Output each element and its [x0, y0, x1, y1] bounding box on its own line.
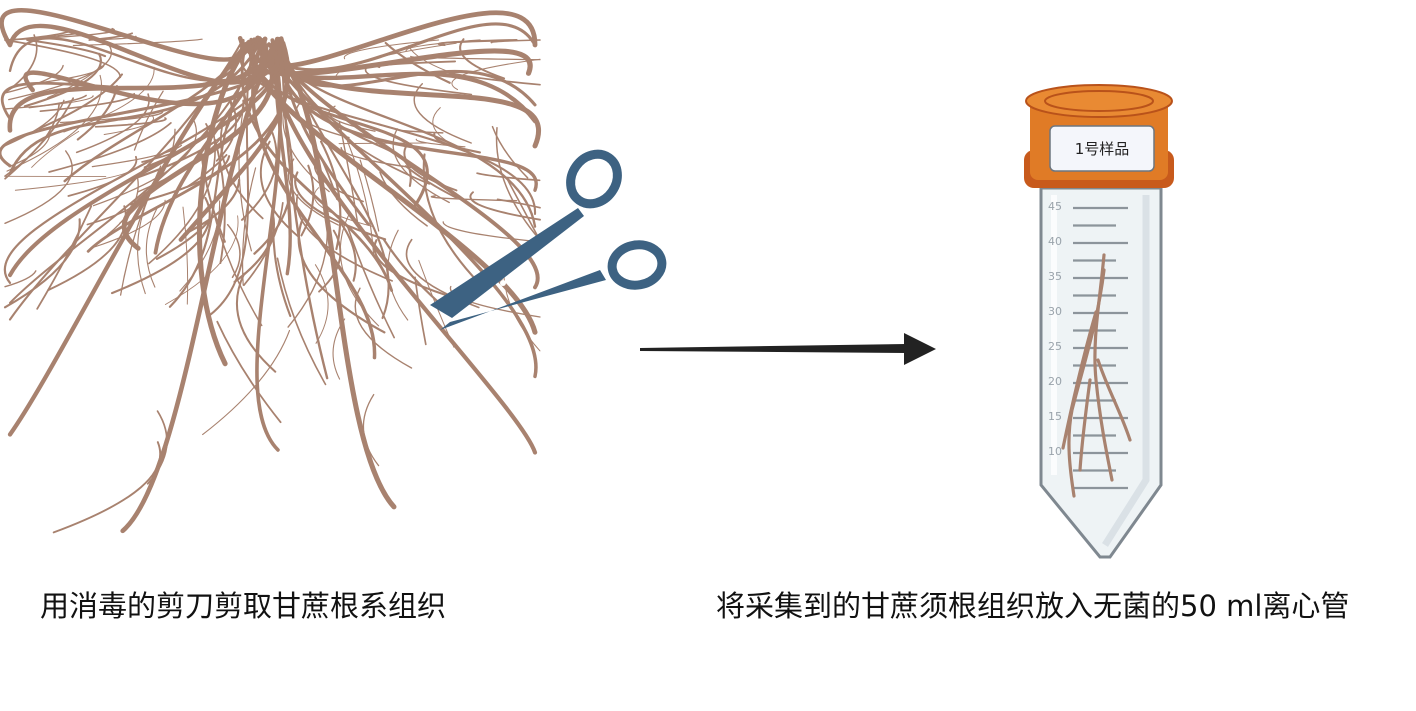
centrifuge-tube-icon: 45 40 35 30 25 20 15 10 1号样品 — [1024, 84, 1174, 559]
tube-scale-label: 10 — [1048, 445, 1062, 458]
tube-scale-label: 35 — [1048, 270, 1062, 283]
tube-scale-label: 40 — [1048, 235, 1062, 248]
tube-scale-label: 45 — [1048, 200, 1062, 213]
scissors-icon — [430, 149, 667, 330]
tube-scale-label: 15 — [1048, 410, 1062, 423]
right-caption: 将采集到的甘蔗须根组织放入无菌的50 ml离心管 — [716, 589, 1350, 623]
tube-scale-label: 25 — [1048, 340, 1062, 353]
arrow-icon — [640, 333, 936, 365]
tube-cap-label: 1号样品 — [1075, 140, 1130, 158]
root-system-icon — [0, 8, 541, 534]
left-caption: 用消毒的剪刀剪取甘蔗根系组织 — [40, 589, 447, 623]
tube-scale-label: 30 — [1048, 305, 1062, 318]
tube-scale-label: 20 — [1048, 375, 1062, 388]
